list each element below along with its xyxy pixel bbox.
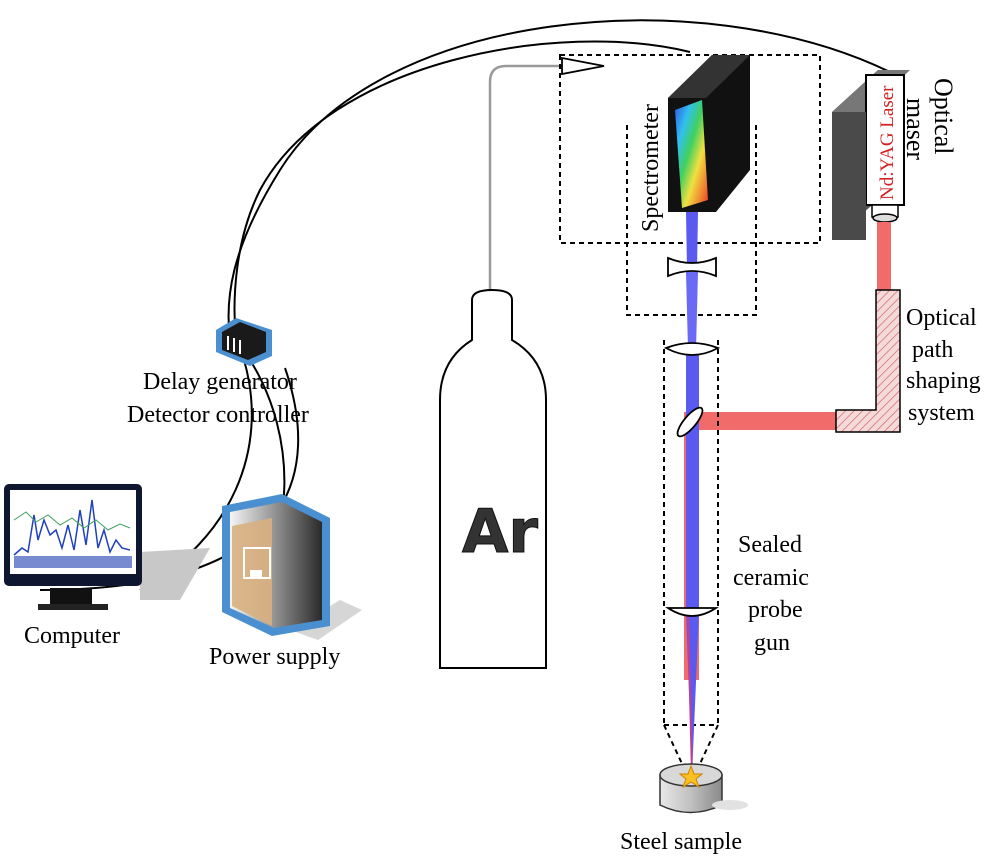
optical-maser-label-line1: Optical (929, 78, 958, 155)
power-supply-icon (222, 494, 362, 640)
detector-controller-label: Detector controller (127, 402, 309, 428)
steel-sample-icon (659, 763, 748, 814)
dichroic-mirror (676, 406, 704, 438)
delay-generator-icon (216, 318, 272, 366)
lens-focus-bottom (665, 607, 719, 617)
optical-path-label-4: system (908, 400, 975, 426)
monitor-icon (4, 484, 210, 610)
gas-line (488, 64, 562, 300)
gas-inlet-arrow (561, 56, 605, 76)
delay-generator-label: Delay generator (143, 369, 297, 395)
laser-box-icon (832, 70, 910, 240)
probe-gun-label-3: probe (748, 597, 803, 623)
optical-path-label-3: shaping (906, 368, 981, 394)
gas-cylinder-label: Ar (462, 497, 538, 567)
optical-maser-label-line2: maser (901, 98, 930, 160)
gas-cylinder-icon (439, 288, 547, 669)
optical-path-label-2: path (912, 337, 953, 363)
spectrometer-label: Spectrometer (638, 104, 664, 232)
lens-concave-top (667, 256, 717, 278)
plasma-light-path (686, 212, 699, 776)
power-supply-label: Power supply (209, 644, 340, 670)
cable-laser-to-delay (227, 19, 891, 341)
probe-gun-label-4: gun (754, 630, 790, 656)
laser-tag-label: Nd:YAG Laser (877, 85, 898, 200)
probe-gun-label-2: ceramic (733, 565, 809, 591)
lens-convex-mid (663, 342, 721, 356)
probe-gun-label-1: Sealed (738, 532, 802, 558)
optical-path-shaping-system (835, 289, 901, 433)
spark-icon (678, 764, 704, 789)
optical-path-label-1: Optical (906, 305, 977, 331)
spectrometer-icon (668, 55, 750, 212)
cable-spectrometer-to-delay (233, 40, 691, 341)
steel-sample-label: Steel sample (620, 829, 742, 855)
lenses (663, 256, 721, 617)
computer-label: Computer (24, 623, 120, 649)
